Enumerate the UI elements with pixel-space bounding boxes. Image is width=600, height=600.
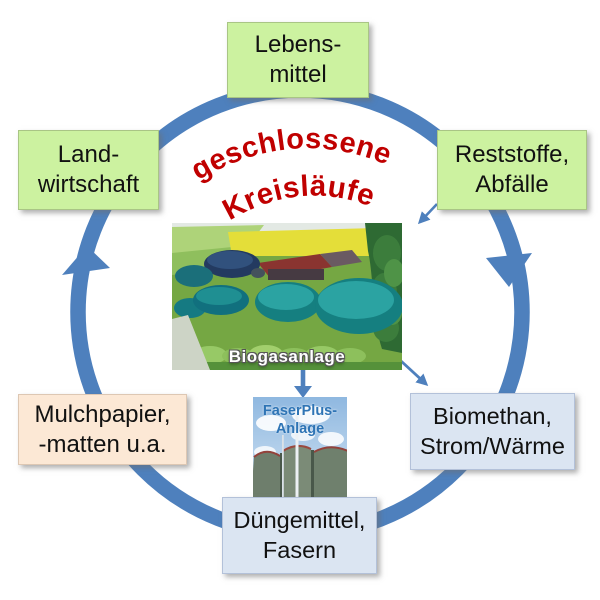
biogas-plant-illustration [172, 223, 402, 370]
node-landwirtschaft-label: Land- wirtschaft [37, 141, 140, 198]
biogas-plant-photo: Biogasanlage [172, 223, 402, 370]
diagram-title-line2: Kreisläufe [217, 169, 379, 226]
node-mulchpapier: Mulchpapier, -matten u.a. [18, 394, 187, 465]
cycle-arrowhead-left-up [62, 246, 110, 275]
node-lebensmittel-label: Lebens- mittel [254, 31, 342, 88]
faserplus-caption: FaserPlus- Anlage [262, 403, 338, 438]
pipe [282, 435, 284, 512]
node-mulchpapier-label: Mulchpapier, -matten u.a. [34, 400, 171, 458]
arrow-biogas-to-faserplus-head [294, 386, 312, 398]
biogas-plant-caption: Biogasanlage [228, 347, 346, 366]
node-lebensmittel: Lebens- mittel [227, 22, 369, 98]
node-duengemittel-label: Düngemittel, Fasern [233, 507, 366, 563]
faserplus-illustration [253, 397, 347, 512]
node-biomethan-label: Biomethan, Strom/Wärme [420, 403, 565, 459]
pipe [295, 413, 299, 512]
node-landwirtschaft: Land- wirtschaft [18, 130, 159, 210]
faserplus-plant-photo: FaserPlus- Anlage [253, 397, 347, 512]
silo [253, 451, 280, 512]
cycle-arrowhead-right-down [486, 253, 532, 287]
node-reststoffe-label: Reststoffe, Abfälle [454, 141, 570, 198]
silo [314, 447, 347, 512]
arrow-reststoffe-to-biogas [417, 203, 438, 225]
node-reststoffe: Reststoffe, Abfälle [437, 130, 587, 210]
arrow-biogas-to-biomethan [400, 359, 429, 387]
node-duengemittel: Düngemittel, Fasern [222, 497, 377, 574]
node-biomethan: Biomethan, Strom/Wärme [410, 393, 575, 470]
